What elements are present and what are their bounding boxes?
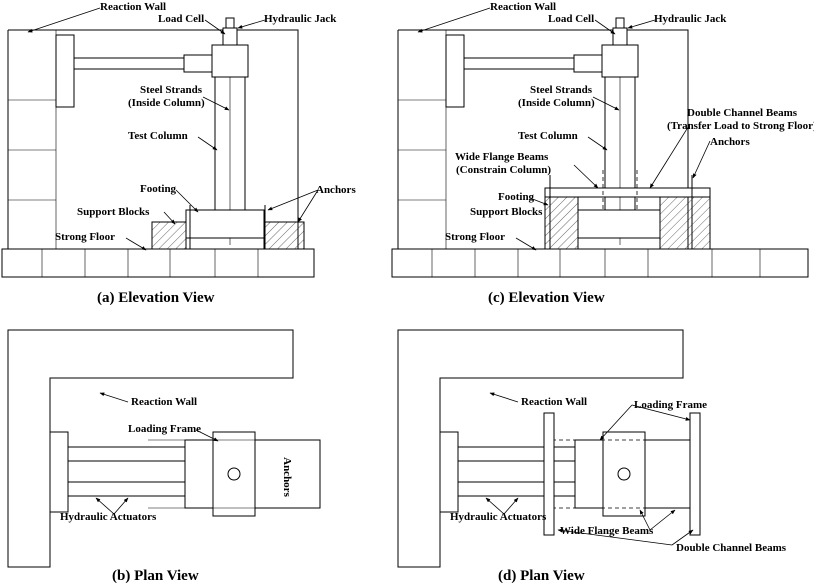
- label-strong-floor: Strong Floor: [445, 231, 505, 243]
- panel-b-leaders: [95, 392, 219, 515]
- loading-head: [211, 44, 249, 78]
- label-reaction-wall: Reaction Wall: [490, 1, 556, 13]
- panel-b-plan: Reaction Wall Loading Frame Anchors Hydr…: [7, 329, 321, 584]
- double-channel-beam-right: [689, 412, 701, 536]
- panel-d-leaders: [485, 392, 694, 546]
- actuator-top: [67, 446, 189, 462]
- label-load-cell: Load Cell: [158, 13, 204, 25]
- footing-plan: [254, 439, 321, 509]
- panel-c-elevation: Reaction Wall Load Cell Hydraulic Jack S…: [391, 1, 814, 306]
- loading-head: [601, 44, 639, 78]
- reaction-wall-plan: [7, 329, 294, 568]
- label-footing: Footing: [140, 183, 177, 195]
- column-head-plan: [212, 431, 256, 517]
- label-loading-frame: Loading Frame: [128, 423, 201, 435]
- label-hydraulic-jack: Hydraulic Jack: [654, 13, 727, 25]
- actuator-bottom: [457, 481, 579, 497]
- load-cell: [612, 27, 628, 46]
- actuator-top: [457, 446, 579, 462]
- double-channel-beam: [544, 187, 711, 198]
- label-load-cell: Load Cell: [548, 13, 594, 25]
- label-loading-frame: Loading Frame: [634, 399, 707, 411]
- hydraulic-jack: [615, 17, 625, 29]
- label-double-channel-beams-sub: (Transfer Load to Strong Floor): [667, 120, 814, 132]
- panel-a-leaders: [27, 7, 319, 251]
- label-strong-floor: Strong Floor: [55, 231, 115, 243]
- horizontal-actuator: [73, 57, 185, 70]
- double-channel-beam-left: [543, 412, 555, 536]
- actuator-bottom: [67, 481, 189, 497]
- caption-a: (a) Elevation View: [97, 290, 215, 306]
- loading-frame: [184, 439, 216, 509]
- label-anchors: Anchors: [710, 136, 750, 148]
- label-double-channel-beams: Double Channel Beams: [676, 542, 787, 554]
- actuator-bracket: [49, 431, 69, 513]
- caption-d: (d) Plan View: [498, 568, 585, 584]
- wall-block-joints: [8, 30, 57, 250]
- panel-c-leaders: [417, 7, 711, 251]
- support-block-left: [151, 221, 187, 250]
- footing-plan: [644, 439, 691, 509]
- label-steel-strands-sub: (Inside Column): [128, 97, 205, 109]
- label-anchors: Anchors: [316, 184, 356, 196]
- label-wide-flange-beams: Wide Flange Beams: [455, 151, 549, 163]
- label-hydraulic-actuators: Hydraulic Actuators: [450, 511, 547, 523]
- reaction-wall: [397, 29, 689, 250]
- column-center-plan: [227, 467, 241, 481]
- reaction-wall: [7, 29, 299, 250]
- strong-floor-joints: [431, 249, 761, 277]
- column-center-plan: [617, 467, 631, 481]
- label-test-column: Test Column: [128, 130, 188, 142]
- label-reaction-wall-plan: Reaction Wall: [131, 396, 197, 408]
- label-anchors-plan: Anchors: [281, 457, 293, 497]
- label-wide-flange-beams-sub: (Constrain Column): [456, 164, 551, 176]
- label-steel-strands-sub: (Inside Column): [518, 97, 595, 109]
- label-footing: Footing: [498, 191, 535, 203]
- footing: [577, 209, 661, 239]
- horizontal-actuator: [463, 57, 575, 70]
- reaction-wall-plan: [397, 329, 684, 568]
- support-block-right: [263, 221, 305, 250]
- label-steel-strands: Steel Strands: [530, 84, 593, 96]
- label-support-blocks: Support Blocks: [470, 206, 543, 218]
- label-steel-strands: Steel Strands: [140, 84, 203, 96]
- caption-b: (b) Plan View: [112, 568, 199, 584]
- column-head-plan: [602, 431, 646, 517]
- loading-frame: [574, 439, 606, 509]
- wall-bracket: [445, 34, 465, 108]
- label-hydraulic-actuators: Hydraulic Actuators: [60, 511, 157, 523]
- label-test-column: Test Column: [518, 130, 578, 142]
- label-wide-flange-beams: Wide Flange Beams: [560, 525, 654, 537]
- wall-bracket: [55, 34, 75, 108]
- label-reaction-wall: Reaction Wall: [100, 1, 166, 13]
- panel-d-plan: Reaction Wall Loading Frame Hydraulic Ac…: [397, 329, 787, 584]
- label-support-blocks: Support Blocks: [77, 206, 150, 218]
- panel-a-elevation: Reaction Wall Load Cell Hydraulic Jack S…: [1, 1, 356, 306]
- actuator-bracket: [439, 431, 459, 513]
- label-reaction-wall-plan: Reaction Wall: [521, 396, 587, 408]
- label-hydraulic-jack: Hydraulic Jack: [264, 13, 337, 25]
- footing: [185, 209, 265, 239]
- wall-block-joints: [398, 30, 447, 250]
- strong-floor-joints: [41, 249, 259, 277]
- label-double-channel-beams: Double Channel Beams: [687, 107, 798, 119]
- load-cell: [222, 27, 238, 46]
- caption-c: (c) Elevation View: [488, 290, 605, 306]
- support-block-right: [659, 196, 711, 250]
- strong-floor: [1, 248, 315, 278]
- strong-floor: [391, 248, 809, 278]
- hydraulic-jack: [225, 17, 235, 29]
